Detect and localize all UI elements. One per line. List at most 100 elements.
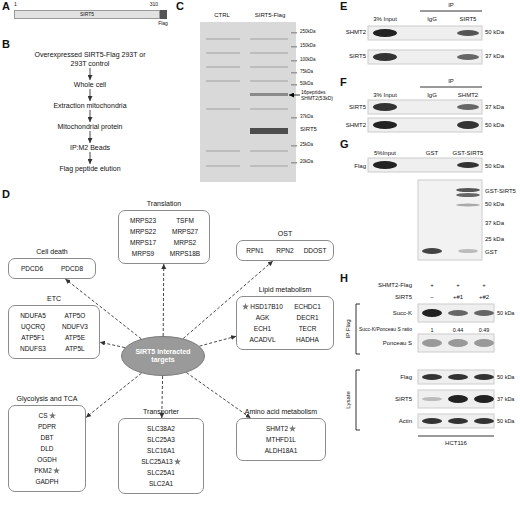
blot-band	[474, 395, 494, 403]
gene-name: DLD	[40, 443, 53, 454]
highlight-star	[53, 467, 60, 474]
gene-name: ECH1	[254, 323, 271, 334]
cell-line-label: HCT116	[445, 440, 467, 447]
panel-letter: C	[176, 0, 184, 13]
gene-cell: GADPH	[12, 476, 82, 487]
category-box: TranslationMRPS23TSFMMRPS22MRPS27MRPS17M…	[118, 210, 210, 264]
blot-band	[422, 418, 442, 424]
gene-name: ECHDC1	[294, 301, 321, 312]
ladder-band	[291, 145, 297, 147]
gene-cell: NDUFS3	[12, 343, 54, 354]
condition-sign: +#1	[453, 294, 463, 301]
category-heading: Amino acid metabolism	[225, 408, 337, 416]
sirt5-band	[250, 128, 288, 134]
dashed-arrow	[65, 279, 141, 339]
flow-arrow	[90, 89, 91, 101]
flag-tag	[160, 10, 167, 19]
gene-cell: SHMT2	[240, 423, 322, 434]
marker-ladder	[291, 32, 297, 164]
category-box: ETCNDUFA5ATP5OUQCRQNDUFV3ATP5F1ATP5ENDUF…	[8, 305, 100, 359]
gel-bands	[206, 38, 288, 167]
gene-cell: RPN1	[240, 245, 270, 256]
gel-band	[206, 165, 240, 167]
gene-name: ALDH18A1	[265, 445, 298, 456]
gene-grid: MRPS23TSFM MRPS22 MRPS27MRPS17 MRPS2MRPS9 MR…	[122, 215, 206, 259]
gene-cell: MRPS22	[122, 226, 164, 237]
tag-label: Flag	[158, 21, 168, 27]
highlight-star	[289, 425, 296, 432]
panel-letter: F	[340, 76, 347, 89]
western-blot	[368, 87, 482, 132]
highlight-star	[174, 458, 181, 465]
ladder-band	[291, 72, 297, 74]
marker-label: 150kDa	[300, 43, 316, 48]
blot-band	[448, 339, 468, 347]
lane-label: SIRT5	[460, 16, 477, 23]
dashed-arrow	[161, 376, 163, 418]
gel-band	[250, 38, 288, 40]
ip-bar	[420, 87, 482, 88]
process-step: Whole cell	[10, 80, 170, 89]
gel-band	[422, 248, 442, 254]
lane-label: 3% Input	[373, 92, 397, 99]
blot-band	[457, 162, 479, 168]
mw-label: 37 kDa	[485, 53, 504, 60]
step-text: Mitochondrial protein	[58, 123, 123, 130]
gene-name: MTHFD1L	[266, 434, 296, 445]
panel-letter: A	[2, 0, 10, 13]
gene-cell: ATP5F1	[12, 332, 54, 343]
lane-label: 5%Input	[374, 150, 396, 157]
protein-construct: SIRT5	[14, 10, 160, 19]
dashed-arrow	[163, 264, 165, 336]
ladder-band	[291, 60, 297, 62]
gene-cell: SLC2A1	[122, 478, 200, 489]
gene-name: DDOST	[304, 245, 327, 256]
gene-cell: TSFM	[164, 215, 206, 226]
step-text: Overexpressed SIRT5-Flag 293T or 293T co…	[34, 51, 145, 67]
band-label: GST	[485, 249, 497, 256]
highlight-star	[53, 467, 60, 474]
blot-label: Actin	[399, 418, 412, 425]
blot-strip	[368, 118, 482, 132]
gene-name: SLC38A2	[147, 423, 175, 434]
category-heading: ETC	[0, 295, 111, 303]
gene-name: HADHA	[296, 334, 319, 345]
blot-strip	[418, 334, 494, 352]
category-heading: Transporter	[107, 408, 215, 416]
hub-ellipse: SIRT5 interacted targets	[121, 336, 205, 376]
gene-grid: CSPDPRDBTDLDOGDHPKM2GADPH	[12, 410, 82, 487]
gel-band	[458, 249, 478, 253]
ratio-value: 0.44	[453, 327, 464, 333]
gene-name: SLC25A1	[147, 467, 175, 478]
flow-arrow	[90, 110, 91, 122]
gene-name: MRPS9	[132, 248, 154, 259]
blot-band	[457, 104, 479, 110]
blot-band	[373, 53, 397, 61]
category-heading: Translation	[107, 200, 221, 208]
gene-name: MRPS17	[130, 237, 156, 248]
blot-band	[457, 54, 479, 60]
gene-cell: MRPS23	[122, 215, 164, 226]
western-blot	[368, 11, 482, 64]
panel-letter: B	[2, 38, 10, 51]
mw-label: 37 kDa	[485, 220, 504, 227]
gene-name: SLC2A1	[149, 478, 173, 489]
band-label: GST-SIRT5	[485, 188, 516, 195]
gene-name: CS	[38, 410, 47, 421]
gene-name: MRPS22	[130, 226, 156, 237]
ladder-band	[291, 32, 297, 34]
blot-band	[422, 339, 442, 347]
category-box: Cell deathPDCD6PDCD8	[8, 258, 96, 279]
gene-cell: AGK	[240, 312, 285, 323]
gel-band	[456, 193, 480, 197]
cell-line-bar	[418, 436, 494, 437]
gene-cell: PDPR	[12, 421, 82, 432]
lane-label: GST-SIRT5	[453, 150, 484, 157]
gene-name: MRPS18B	[170, 248, 200, 259]
lane-group: IP	[448, 2, 454, 9]
gene-cell: MRPS2	[164, 237, 206, 248]
category-box: Glycolysis and TCACSPDPRDBTDLDOGDHPKM2GA…	[8, 405, 86, 492]
gene-cell: MRPS27	[164, 226, 206, 237]
gel-band	[250, 165, 288, 167]
